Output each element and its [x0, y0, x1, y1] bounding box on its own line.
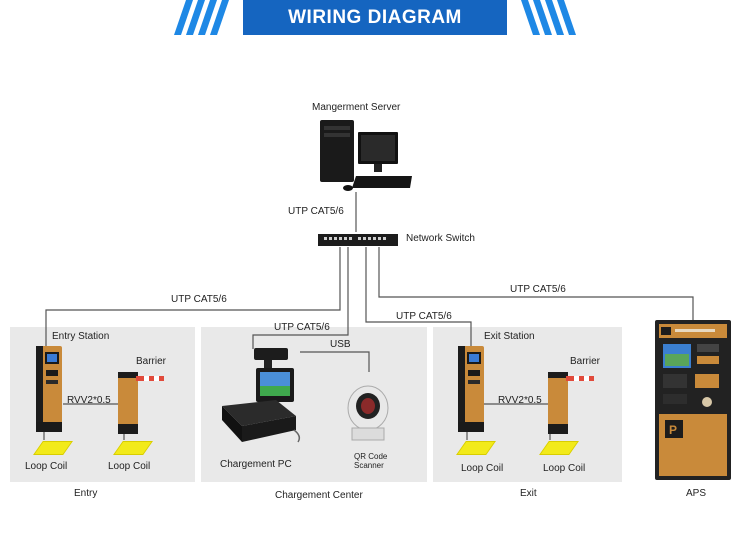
exit-barrier-label: Barrier: [570, 356, 601, 367]
svg-text:P: P: [669, 423, 677, 437]
entry-caption: Entry: [74, 488, 98, 499]
entry-link-label: UTP CAT5/6: [171, 294, 227, 305]
center-caption: Chargement Center: [275, 490, 363, 501]
entry-station-label: Entry Station: [52, 331, 110, 342]
entry-cable-label: RVV2*0.5: [67, 395, 111, 406]
entry-coil-left-label: Loop Coil: [25, 461, 68, 472]
server-icon: [320, 120, 412, 191]
switch-label: Network Switch: [406, 233, 475, 244]
uplink-label: UTP CAT5/6: [288, 206, 344, 217]
aps-caption: APS: [686, 488, 707, 499]
title-bar: WIRING DIAGRAM: [243, 0, 507, 35]
header-stripes: [174, 0, 576, 35]
center-link-label: UTP CAT5/6: [274, 322, 330, 333]
aps-link-label: UTP CAT5/6: [510, 284, 566, 295]
exit-barrier-icon: [548, 372, 594, 434]
aps-machine-icon: P: [655, 320, 731, 480]
exit-coil-right-label: Loop Coil: [543, 463, 586, 474]
entry-coil-right-label: Loop Coil: [108, 461, 151, 472]
entry-station-icon: [36, 346, 62, 432]
exit-link-label: UTP CAT5/6: [396, 311, 452, 322]
network-switch-icon: [318, 234, 398, 246]
exit-caption: Exit: [520, 488, 537, 499]
pc-terminal-icon: [222, 348, 301, 443]
exit-station-icon: [458, 346, 484, 432]
page-title: WIRING DIAGRAM: [288, 6, 462, 28]
header-banner: WIRING DIAGRAM: [0, 0, 750, 38]
exit-station-label: Exit Station: [484, 331, 535, 342]
pc-label: Chargement PC: [220, 459, 292, 470]
exit-coil-left-label: Loop Coil: [461, 463, 504, 474]
entry-barrier-label: Barrier: [136, 356, 167, 367]
server-label: Mangerment Server: [312, 102, 401, 113]
usb-link-label: USB: [330, 339, 351, 350]
scanner-label-line1: QR Code: [354, 452, 388, 461]
entry-barrier-icon: [118, 372, 164, 434]
qr-scanner-icon: [347, 385, 389, 441]
scanner-label-line2: Scanner: [354, 461, 384, 470]
exit-cable-label: RVV2*0.5: [498, 395, 542, 406]
